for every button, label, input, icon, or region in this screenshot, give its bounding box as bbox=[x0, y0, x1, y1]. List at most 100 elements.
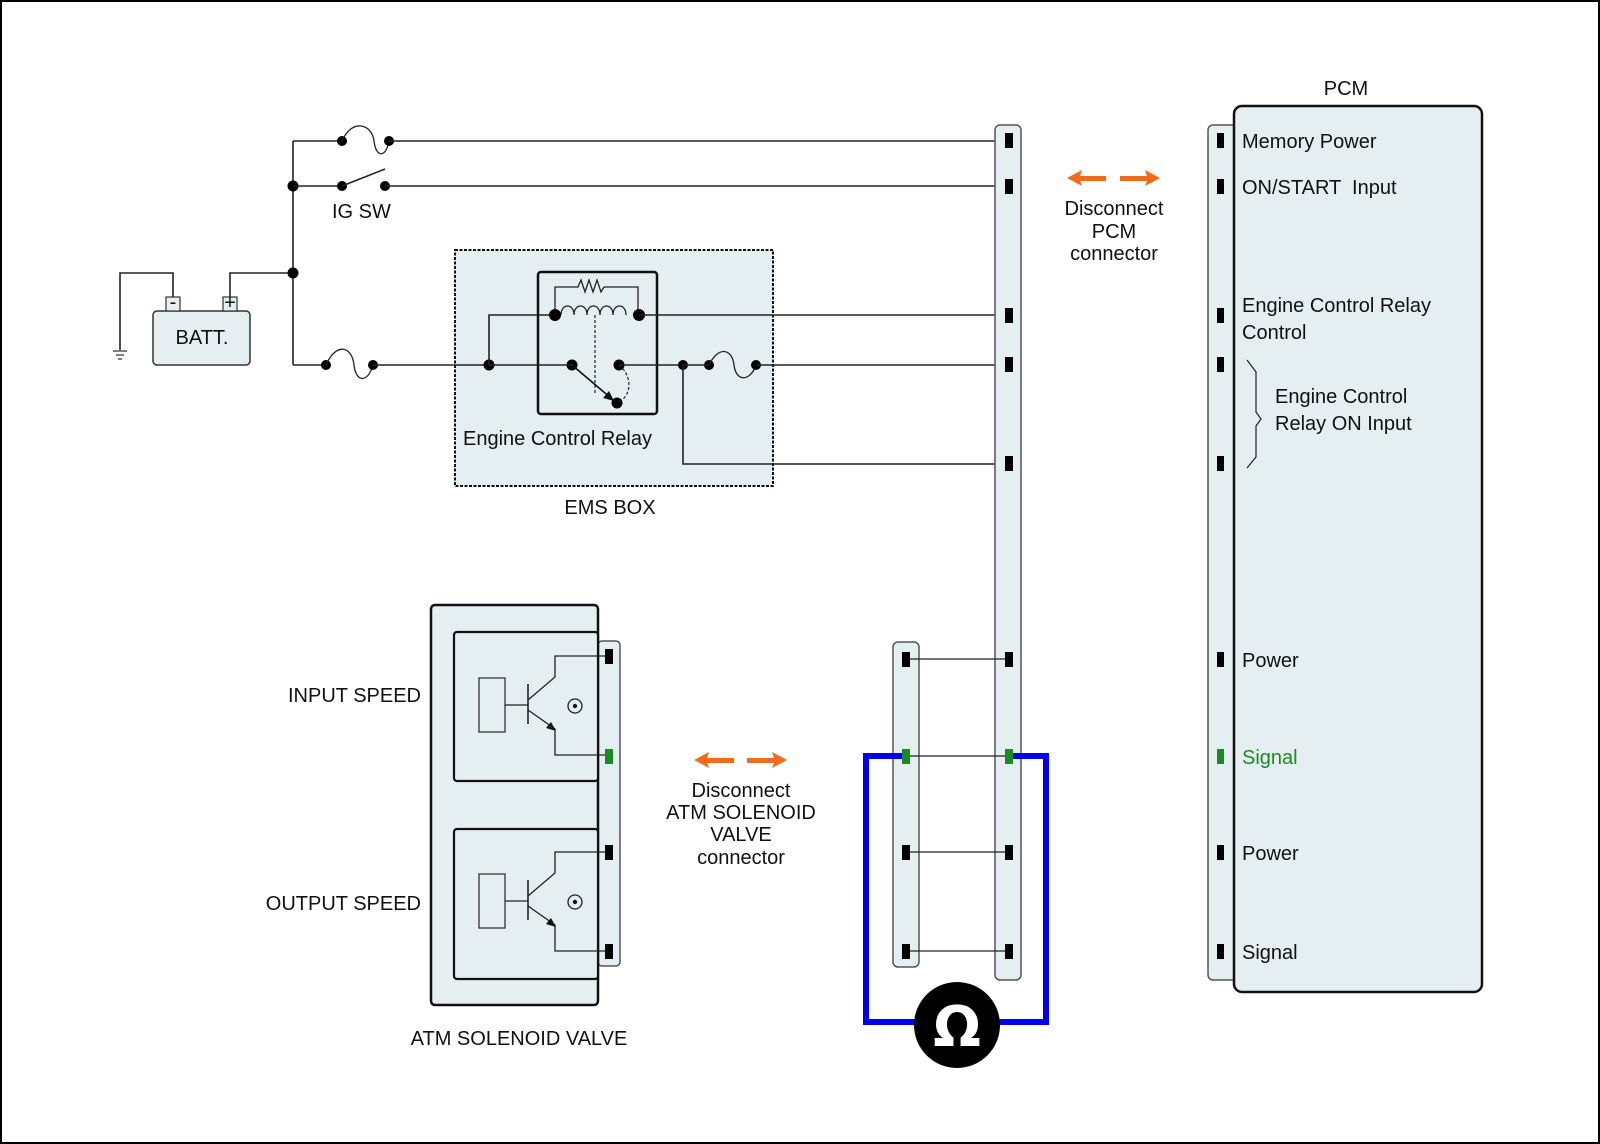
transistor-collector bbox=[527, 655, 609, 701]
battery-body bbox=[152, 310, 251, 366]
pcm-pin-signal-2 bbox=[1217, 944, 1224, 959]
pcm-label-relay-control-line2: Control bbox=[1242, 322, 1306, 344]
fuse-icon bbox=[708, 350, 757, 379]
resistor-icon bbox=[554, 277, 639, 315]
pcm-label-signal-1: Signal bbox=[1242, 747, 1298, 769]
relay-coil-icon bbox=[560, 305, 627, 316]
ignition-switch-icon bbox=[341, 168, 386, 187]
battery: - + BATT. bbox=[152, 292, 251, 366]
connector-pin bbox=[1005, 357, 1013, 372]
disconnect-arrows-icon bbox=[1067, 170, 1160, 186]
connector-pin bbox=[902, 845, 910, 860]
connector-pin bbox=[605, 649, 613, 664]
output-speed-sensor bbox=[452, 827, 609, 981]
connector-pin bbox=[1005, 845, 1013, 860]
atm-disconnect-note: Disconnect ATM SOLENOID VALVE connector bbox=[666, 752, 816, 869]
sensor-target-icon bbox=[567, 894, 583, 910]
connector-pin bbox=[1005, 308, 1013, 323]
ohmmeter[interactable]: Ω bbox=[914, 982, 1000, 1068]
relay-switch-arrow bbox=[603, 391, 614, 401]
connector-pin bbox=[605, 845, 613, 860]
transistor-arrow bbox=[546, 722, 556, 731]
ems-box-outline bbox=[454, 249, 774, 487]
relay-coil-terminal bbox=[549, 309, 561, 321]
atm-disconnect-line-3: VALVE bbox=[710, 824, 772, 846]
connector-pin-signal bbox=[1005, 749, 1013, 764]
ground-icon bbox=[113, 350, 127, 360]
connector-pin-signal bbox=[605, 749, 613, 764]
output-speed-sensor-box bbox=[452, 827, 600, 981]
connector-pin bbox=[902, 944, 910, 959]
sensor-target-dot bbox=[572, 703, 578, 709]
transistor-collector bbox=[527, 851, 609, 897]
connector-pin bbox=[1005, 652, 1013, 667]
connector-pin bbox=[605, 944, 613, 959]
pcm-disconnect-line-2: PCM bbox=[1092, 221, 1136, 243]
battery-positive-wire bbox=[229, 272, 293, 297]
battery-pos-symbol: + bbox=[224, 292, 236, 314]
pcm-pin-signal-1 bbox=[1217, 749, 1224, 764]
transistor-arrow bbox=[546, 918, 556, 927]
connector-pin bbox=[1005, 944, 1013, 959]
junction-dot bbox=[287, 267, 299, 279]
fuse-icon bbox=[325, 348, 374, 380]
meter-lead-negative[interactable] bbox=[863, 753, 930, 1025]
atm-harness-pins bbox=[902, 652, 910, 959]
relay-return-path bbox=[618, 364, 630, 402]
battery-neg-symbol: - bbox=[170, 292, 177, 314]
pcm-harness-pins bbox=[1005, 133, 1013, 959]
sensor-target-dot bbox=[572, 899, 578, 905]
pcm-pin-power-1 bbox=[1217, 652, 1224, 667]
input-speed-sensor-box bbox=[452, 630, 600, 783]
ohm-symbol-icon: Ω bbox=[933, 995, 981, 1060]
pcm-title: PCM bbox=[1324, 78, 1368, 100]
pcm-pin-memory-power bbox=[1217, 133, 1224, 148]
connector-pin-signal bbox=[902, 749, 910, 764]
connector-pin bbox=[1005, 179, 1013, 194]
atm-disconnect-line-2: ATM SOLENOID bbox=[666, 802, 816, 824]
pcm-label-signal-2: Signal bbox=[1242, 942, 1298, 964]
atm-harness-connector[interactable] bbox=[892, 641, 920, 968]
ohmmeter-body bbox=[914, 982, 1000, 1068]
connector-pin bbox=[1005, 133, 1013, 148]
connector-pin bbox=[902, 652, 910, 667]
relay-label: Engine Control Relay bbox=[463, 428, 652, 450]
sensor-target-icon bbox=[567, 698, 583, 714]
relay-switch-arm bbox=[571, 364, 613, 400]
pcm-label-memory-power: Memory Power bbox=[1242, 131, 1377, 153]
relay-outline bbox=[536, 270, 659, 416]
pcm-label-relay-on-input-line2: Relay ON Input bbox=[1275, 413, 1412, 435]
pcm: PCM Memory Power ON/START Input Engine C… bbox=[1207, 78, 1484, 994]
relay-on-input-wire-2 bbox=[682, 365, 1004, 465]
ems-box-label: EMS BOX bbox=[564, 497, 655, 519]
transistor-emitter bbox=[527, 709, 609, 756]
ignition-switch-label: IG SW bbox=[332, 201, 391, 223]
disconnect-arrows-icon bbox=[694, 752, 787, 768]
fuse-icon bbox=[341, 125, 390, 155]
pcm-label-relay-control: Engine Control Relay bbox=[1242, 295, 1431, 317]
atm-disconnect-line-1: Disconnect bbox=[692, 780, 791, 802]
pcm-body bbox=[1232, 104, 1484, 994]
harness-wires bbox=[910, 658, 1005, 952]
pcm-harness-connector[interactable] bbox=[994, 124, 1022, 981]
transistor-emitter bbox=[527, 905, 609, 952]
input-speed-label: INPUT SPEED bbox=[288, 685, 421, 707]
ground-wire bbox=[119, 272, 174, 350]
pcm-label-power-1: Power bbox=[1242, 650, 1299, 672]
pcm-disconnect-note: Disconnect PCM connector bbox=[1065, 170, 1164, 265]
bracket-icon bbox=[1246, 359, 1262, 469]
atm-valve-connector[interactable] bbox=[597, 640, 621, 967]
pcm-label-relay-on-input-line1: Engine Control bbox=[1275, 386, 1407, 408]
relay-coil-feed-wire bbox=[488, 314, 555, 365]
pcm-label-power-2: Power bbox=[1242, 843, 1299, 865]
meter-lead-positive[interactable] bbox=[985, 753, 1049, 1025]
ems-box: EMS BOX bbox=[454, 249, 774, 519]
relay-contact bbox=[611, 397, 623, 409]
connector-pin bbox=[1005, 456, 1013, 471]
output-speed-label: OUTPUT SPEED bbox=[266, 893, 421, 915]
atm-solenoid-valve-label: ATM SOLENOID VALVE bbox=[411, 1028, 628, 1050]
input-speed-sensor bbox=[452, 630, 609, 783]
pcm-pin-relay-on-1 bbox=[1217, 357, 1224, 372]
battery-label: BATT. bbox=[176, 327, 229, 349]
atm-disconnect-line-4: connector bbox=[697, 847, 785, 869]
